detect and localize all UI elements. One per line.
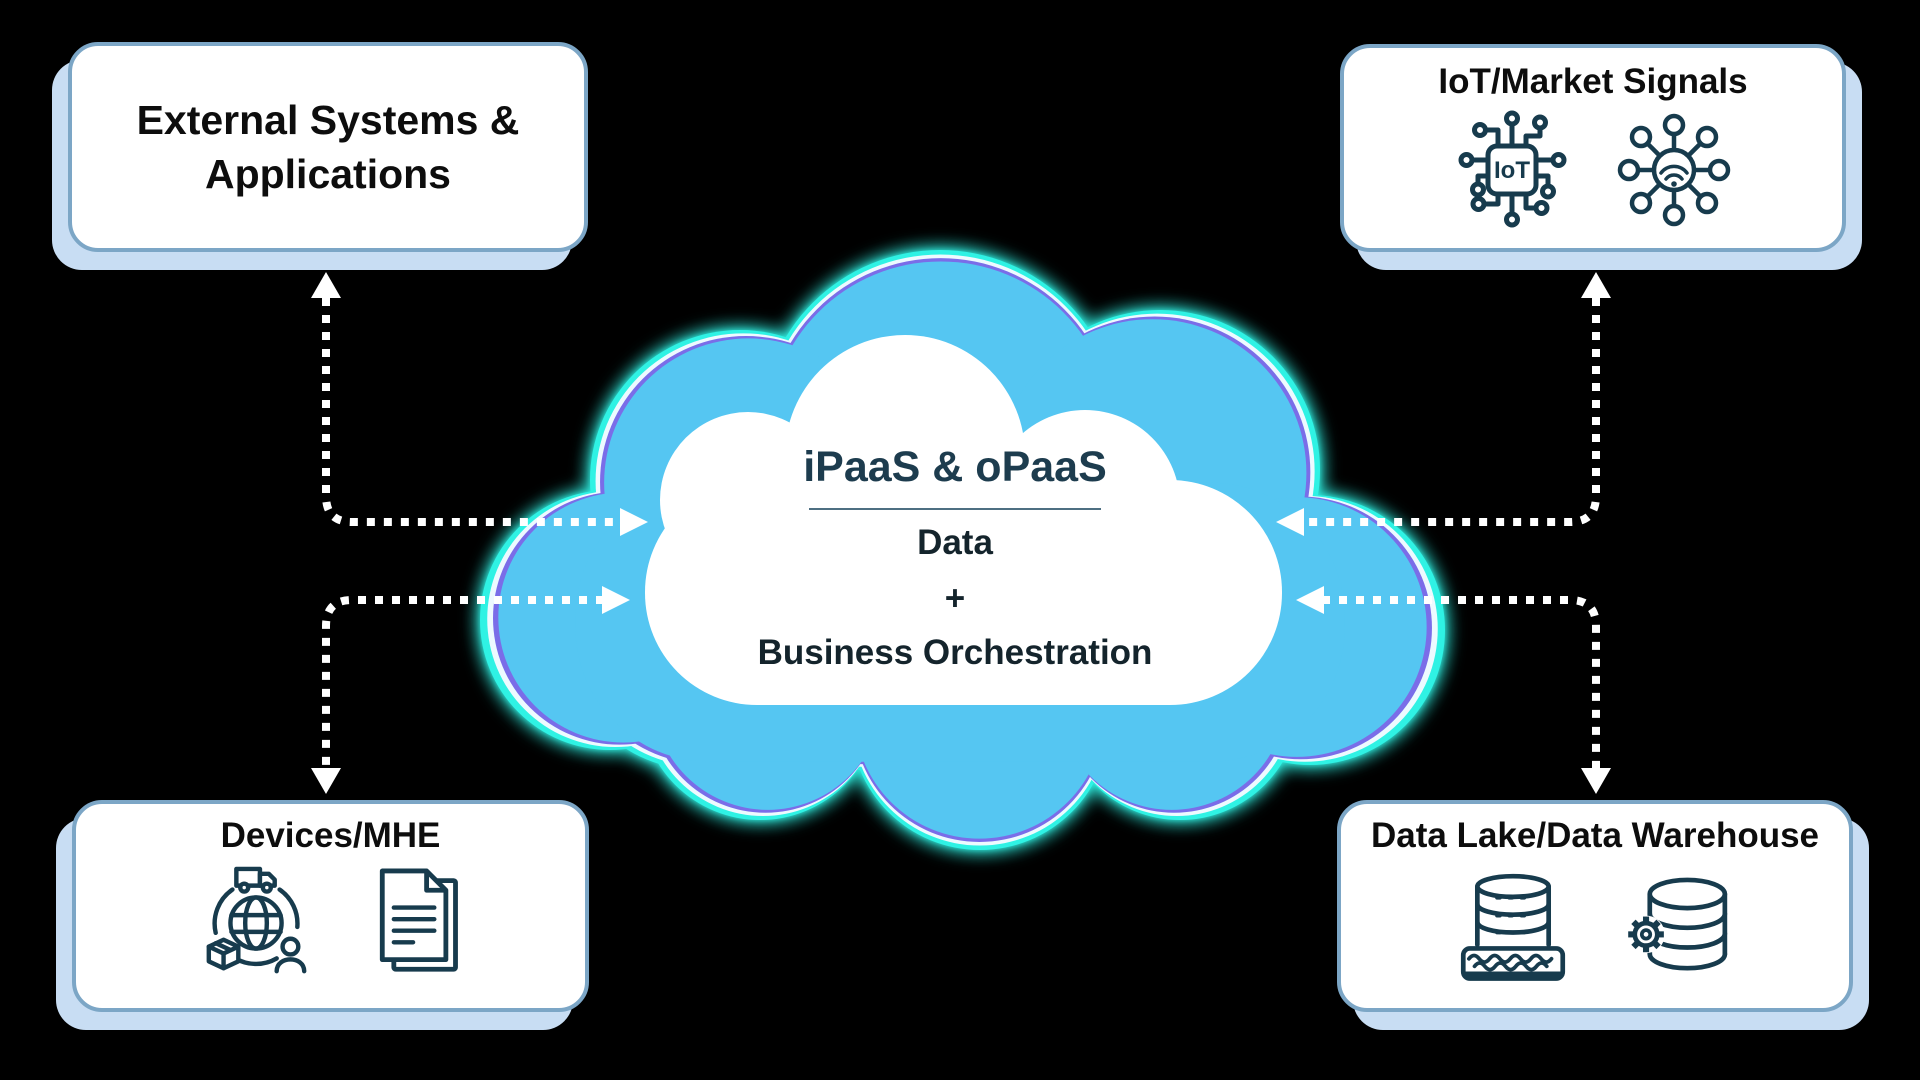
arrowhead-up-icon	[311, 272, 341, 298]
package-icon	[206, 937, 241, 971]
person-icon	[273, 936, 306, 974]
connector-iot-market-signals	[1276, 272, 1611, 536]
iot-market-signals-title: IoT/Market Signals	[1438, 62, 1748, 101]
iot-market-signals-icons: IoT	[1344, 110, 1842, 230]
gear-icon	[1627, 915, 1665, 954]
cloud-line-business-orchestration: Business Orchestration	[757, 633, 1153, 672]
iot-chip-label: IoT	[1494, 157, 1530, 184]
iot-market-signals-box: IoT/Market Signals IoT	[1340, 44, 1846, 252]
data-lake-warehouse-icons	[1341, 864, 1849, 986]
truck-icon	[233, 866, 277, 894]
arrowhead-up-icon	[1581, 272, 1611, 298]
cloud-line-data: Data	[917, 523, 993, 562]
database-gear-icon	[1627, 877, 1728, 971]
external-systems-box: External Systems & Applications	[68, 42, 588, 252]
data-lake-warehouse-box: Data Lake/Data Warehouse	[1337, 800, 1853, 1012]
data-lake-warehouse-title: Data Lake/Data Warehouse	[1370, 816, 1820, 855]
external-systems-title: External Systems & Applications	[136, 96, 520, 197]
devices-mhe-icons	[76, 864, 585, 982]
arrowhead-right-icon	[602, 586, 630, 614]
data-lake-icon	[1460, 873, 1566, 981]
documents-icon	[379, 868, 458, 972]
devices-mhe-box: Devices/MHE	[72, 800, 589, 1012]
inner-white-cloud	[645, 335, 1282, 705]
cloud-line-plus: +	[944, 579, 966, 618]
connector-data-lake	[1296, 586, 1611, 794]
iot-chip-icon: IoT	[1458, 110, 1567, 228]
connector-external-systems	[311, 272, 648, 536]
connector-devices-mhe	[311, 586, 630, 794]
arrowhead-left-icon	[1296, 586, 1324, 614]
arrowhead-right-icon	[620, 508, 648, 536]
arrowhead-down-icon	[311, 768, 341, 794]
network-hub-icon	[1617, 113, 1731, 227]
cloud-heading: iPaaS & oPaaS	[803, 443, 1107, 491]
cloud-label-block: iPaaS & oPaaS Data + Business Orchestrat…	[595, 442, 1315, 674]
arrowhead-left-icon	[1276, 508, 1304, 536]
cloud-heading-divider	[809, 508, 1101, 510]
logistics-globe-icon	[206, 866, 306, 974]
devices-mhe-title: Devices/MHE	[220, 816, 441, 855]
arrowhead-down-icon	[1581, 768, 1611, 794]
